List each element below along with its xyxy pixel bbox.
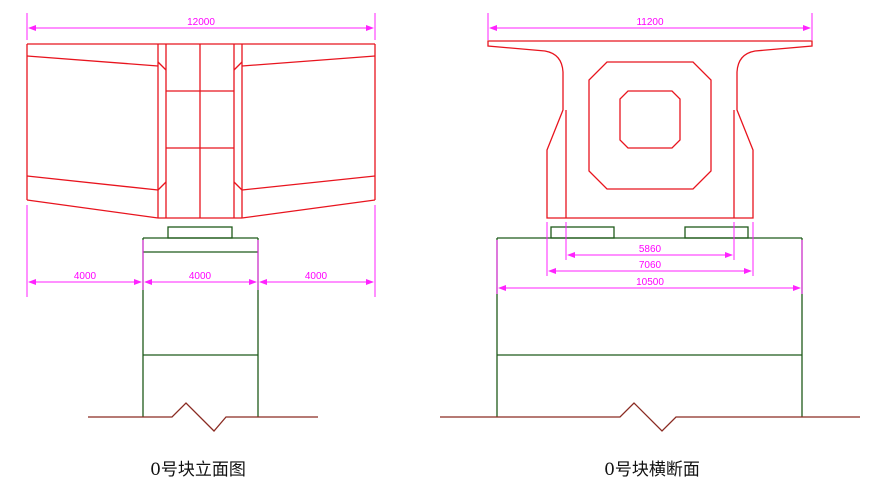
- cross-section-pier: [496, 226, 803, 417]
- cross-section-top-width-label: 11200: [636, 17, 664, 28]
- cross-section-pier-width-label: 10500: [636, 277, 664, 288]
- elevation-view: 12000 4000 4000 4000 0号块立面图: [26, 13, 376, 480]
- elevation-girder: [26, 43, 376, 219]
- elevation-top-width-label: 12000: [187, 17, 215, 28]
- cross-section-bearing-inner-label: 5860: [639, 244, 662, 255]
- elevation-right-span-label: 4000: [305, 271, 328, 282]
- cross-section-dimensions: 11200 5860 7060 10500: [487, 13, 813, 294]
- cross-section-girder: [487, 40, 813, 219]
- cross-section-caption: 0号块横断面: [604, 460, 700, 480]
- cross-section-bearing-outer-label: 7060: [639, 260, 662, 271]
- elevation-ground-line: [88, 402, 318, 432]
- elevation-pier: [142, 226, 259, 417]
- cross-section-view: 11200 5860 7060 10500 0号块横断面: [440, 13, 860, 480]
- cross-section-ground-line: [440, 402, 860, 432]
- elevation-middle-span-label: 4000: [189, 271, 212, 282]
- elevation-dimensions: 12000 4000 4000 4000: [26, 13, 376, 297]
- elevation-left-span-label: 4000: [74, 271, 97, 282]
- elevation-caption: 0号块立面图: [150, 460, 246, 480]
